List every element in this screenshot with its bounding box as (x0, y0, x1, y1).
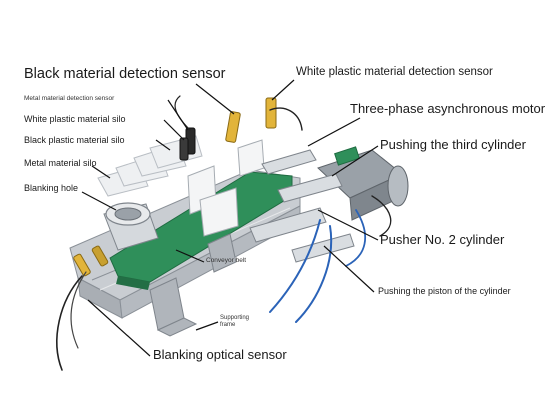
blanking-hopper (103, 202, 159, 251)
detection-sensors (73, 97, 277, 277)
label-white-plastic-material-silo: White plastic material silo (24, 114, 126, 124)
label-metal-material-detection-sensor: Metal material detection sensor (24, 95, 115, 102)
cables (56, 95, 392, 371)
label-black-material-detection-sensor: Black material detection sensor (24, 66, 226, 82)
label-supporting-frame: Supporting frame (220, 315, 250, 328)
label-blanking-optical-sensor: Blanking optical sensor (153, 347, 287, 362)
supporting-frame-legs (149, 233, 237, 337)
silo-chutes (97, 135, 203, 197)
label-pushing-the-third-cylinder: Pushing the third cylinder (380, 137, 526, 152)
label-conveyor-belt: Conveyor belt (206, 257, 247, 264)
label-blanking-hole: Blanking hole (24, 183, 79, 193)
label-pusher-no2-cylinder: Pusher No. 2 cylinder (380, 232, 505, 247)
label-pushing-the-piston-of-the-cylinder: Pushing the piston of the cylinder (378, 286, 511, 296)
guide-panels (187, 139, 265, 237)
label-metal-material-silo: Metal material silo (24, 158, 97, 168)
label-white-plastic-material-detection-sensor: White plastic material detection sensor (296, 66, 493, 78)
label-black-plastic-material-silo: Black plastic material silo (24, 135, 125, 145)
label-three-phase-asynchronous-motor: Three-phase asynchronous motor (350, 101, 546, 116)
leader-lines (81, 79, 379, 357)
